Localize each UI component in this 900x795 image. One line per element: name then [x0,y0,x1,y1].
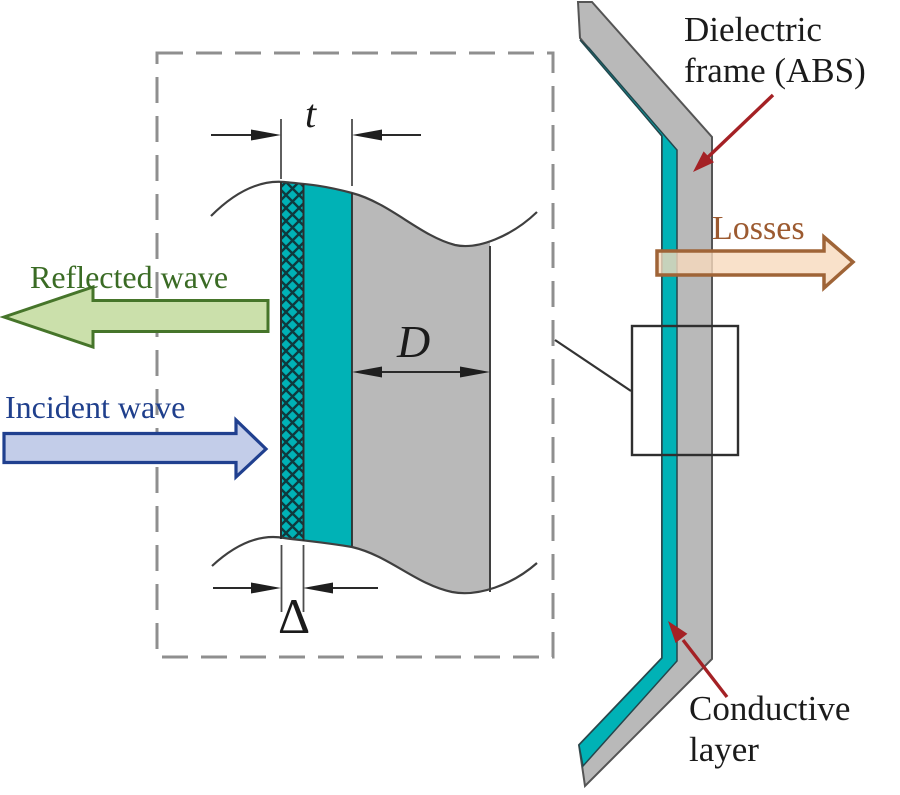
conductive-layer-label: Conductive layer [689,689,851,769]
t-arrowhead-right [352,129,382,141]
conductive-layer-shape [578,39,678,768]
top-break-mask [211,138,537,247]
conductive-callout-arrow [668,621,729,699]
incident-wave-arrow [2,416,269,481]
losses-label: Losses [712,210,805,247]
cross-section-layers [210,138,538,634]
conductive-callout-arrowhead [668,621,688,643]
bottom-break-mask [212,537,537,634]
reflected-wave-label: Reflected wave [30,259,229,295]
dimension-D [352,366,490,378]
bottom-break-curve [211,535,538,595]
losses-arrow [655,233,856,292]
dielectric-callout-arrow [693,93,775,172]
delta-dimension-label: Δ [278,588,310,644]
D-dimension-label: D [396,316,430,367]
D-arrowhead-left [352,366,382,378]
t-dimension-label: t [305,91,317,136]
detail-dashed-box [155,51,555,659]
dielectric-frame-label: Dielectric frame (ABS) [684,10,866,90]
skin-depth-hatched-section [280,150,304,620]
t-arrowhead-left [251,129,281,141]
frame-panel [576,0,713,789]
dielectric-frame-shape [576,0,713,789]
delta-arrowhead-left [251,582,281,594]
reflected-wave-arrow [0,284,270,350]
region-of-interest-box [630,324,740,457]
dielectric-callout-arrowhead [693,151,714,172]
detail-connector-line [554,339,632,392]
dimension-delta [213,545,378,612]
dimension-t [211,119,421,186]
D-arrowhead-right [460,366,490,378]
delta-arrowhead-right [303,582,333,594]
incident-wave-label: Incident wave [5,389,186,425]
